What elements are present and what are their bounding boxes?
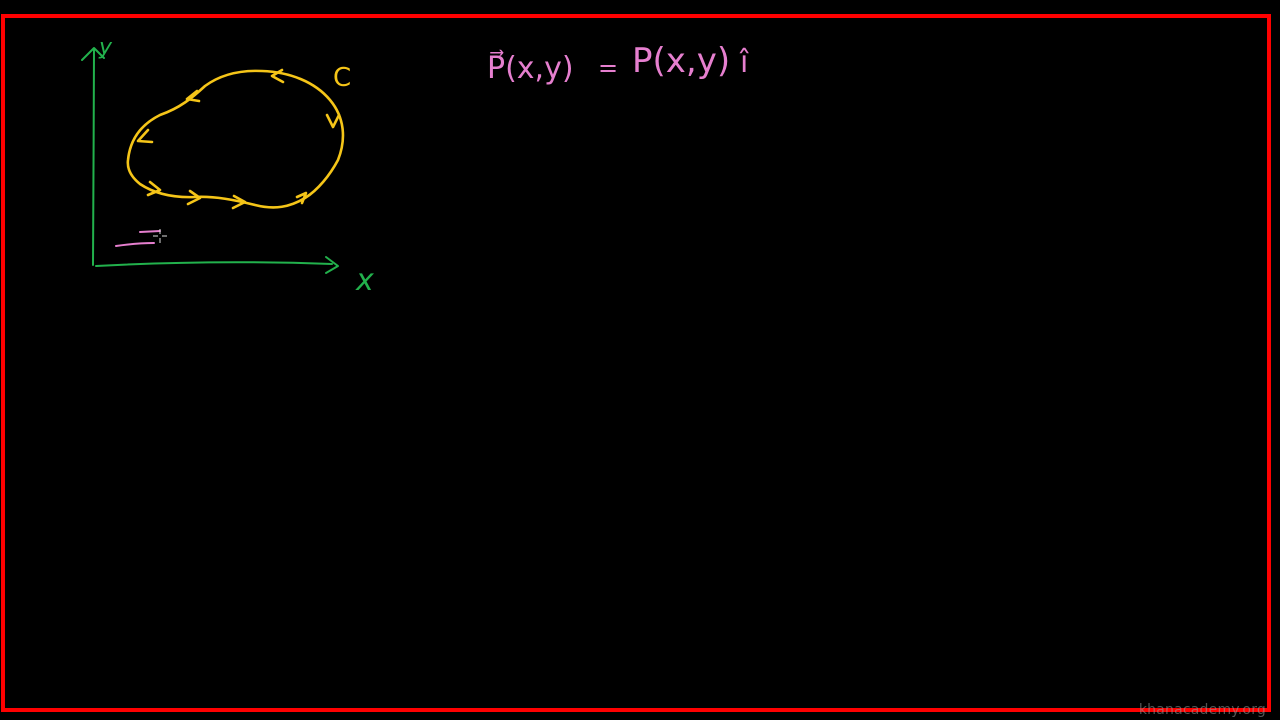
- curve-label: C: [333, 63, 351, 93]
- curve-arrow: [325, 113, 341, 129]
- curve-arrow: [185, 89, 201, 103]
- curve-arrow: [295, 191, 308, 205]
- equation-rhs: P(x,y): [632, 41, 730, 81]
- y-axis-arrowhead: [81, 47, 105, 61]
- equation-lhs: P⃗(x,y): [487, 50, 574, 86]
- axes: [81, 47, 339, 274]
- curve-arrow: [136, 128, 154, 144]
- curve-arrow: [231, 194, 247, 210]
- curve-c-path: [126, 69, 345, 209]
- x-axis-line: [95, 261, 333, 267]
- pink-vector-tail-mark: [139, 230, 161, 233]
- y-axis-label: y: [98, 35, 113, 60]
- y-axis-line: [92, 49, 95, 266]
- curve-c: [126, 68, 345, 210]
- equation-unit-vector: î: [739, 45, 749, 80]
- x-axis-label: x: [355, 263, 374, 298]
- curve-arrow: [270, 68, 285, 84]
- equation-equals: =: [598, 54, 618, 82]
- watermark: khanacademy.org: [1138, 702, 1266, 718]
- pink-vector: [115, 230, 161, 247]
- curve-arrow: [146, 180, 162, 197]
- x-axis-arrowhead: [325, 256, 339, 274]
- curve-arrow: [186, 189, 202, 206]
- pink-vector-shaft: [115, 242, 155, 247]
- equation: P⃗(x,y) = P(x,y) î: [487, 41, 749, 86]
